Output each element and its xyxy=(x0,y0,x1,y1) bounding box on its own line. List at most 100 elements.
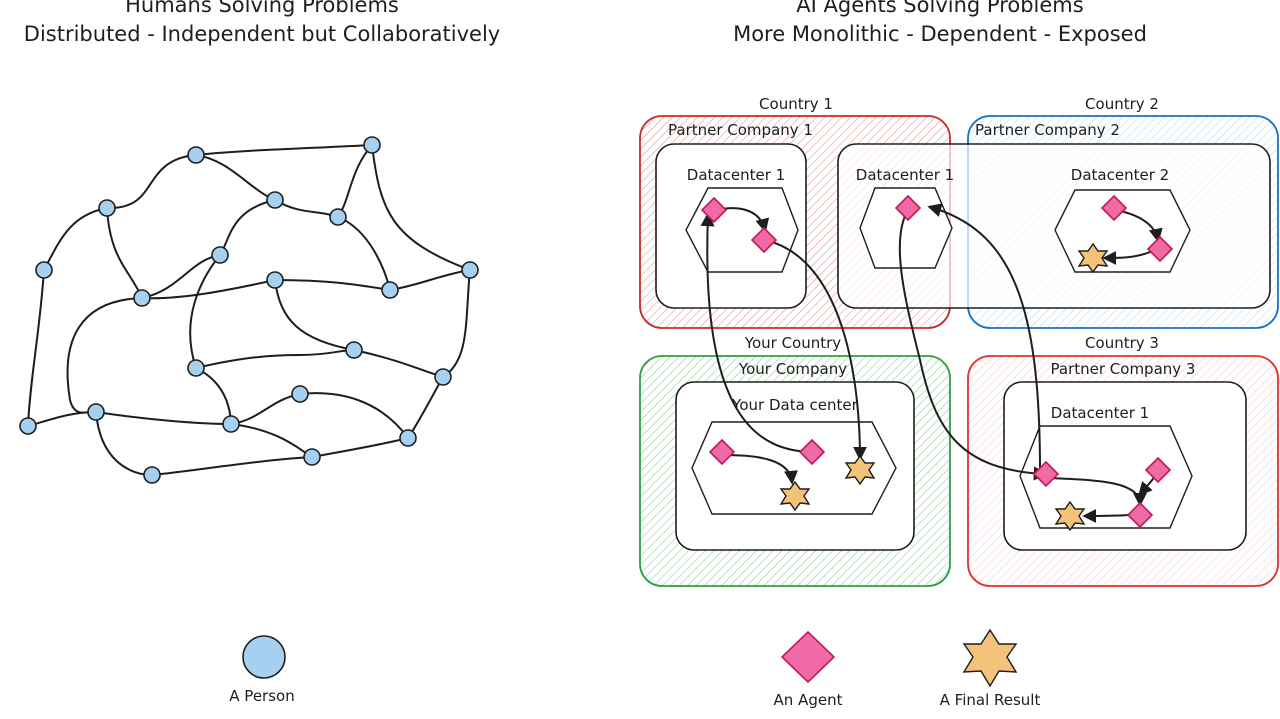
network-edge xyxy=(274,199,339,218)
your-company-label: Your Company xyxy=(738,360,847,378)
result-star xyxy=(779,480,811,512)
person-node xyxy=(35,261,53,279)
network-edge xyxy=(151,456,313,476)
datacenter-2b-hexagon xyxy=(1054,189,1191,273)
person-node xyxy=(98,199,116,217)
network-edge xyxy=(230,423,313,458)
datacenter-2b-label: Datacenter 2 xyxy=(1071,166,1169,184)
country-3-hexagon xyxy=(1019,425,1193,529)
flow-arrow xyxy=(927,203,1041,471)
network-edge xyxy=(27,269,45,427)
person-node xyxy=(222,415,240,433)
agent-node xyxy=(1144,456,1172,484)
partner-company-2-label: Partner Company 2 xyxy=(975,121,1120,139)
person-legend-label: A Person xyxy=(229,687,294,705)
person-node xyxy=(133,289,151,307)
person-node xyxy=(19,417,37,435)
your-country-label: Your Country xyxy=(744,334,842,352)
agent-node xyxy=(1032,460,1060,488)
flow-arrow xyxy=(1049,477,1147,507)
network-edge xyxy=(407,376,444,439)
person-node xyxy=(266,271,284,289)
result-legend-icon xyxy=(962,628,1018,688)
network-edge xyxy=(27,411,97,427)
agent-node xyxy=(1146,235,1174,263)
your-data-center-label: Your Data center xyxy=(731,396,858,414)
network-edge xyxy=(195,154,276,201)
network-edge xyxy=(66,297,143,414)
person-node xyxy=(381,281,399,299)
country-3-region: Country 3 Partner Company 3 Datacenter 1 xyxy=(967,334,1279,587)
agents xyxy=(700,194,1174,529)
person-node xyxy=(266,191,284,209)
country-2-label: Country 2 xyxy=(1085,95,1159,113)
network-edge xyxy=(95,411,153,476)
network-edge xyxy=(195,367,232,425)
person-node xyxy=(303,448,321,466)
person-node xyxy=(211,246,229,264)
human-network-nodes xyxy=(19,136,479,484)
flow-arrow xyxy=(1102,250,1151,265)
network-edge xyxy=(141,254,221,299)
person-legend-icon xyxy=(242,635,286,679)
flow-arrow xyxy=(1082,508,1131,523)
network-edge xyxy=(219,199,276,256)
result-star xyxy=(1054,500,1086,532)
network-edge xyxy=(274,279,391,291)
person-node xyxy=(143,466,161,484)
network-edge xyxy=(311,437,409,458)
person-node xyxy=(461,261,479,279)
person-node xyxy=(399,429,417,447)
right-panel: AI Agents Solving Problems More Monolith… xyxy=(639,0,1279,709)
network-edge xyxy=(274,279,355,351)
person-node xyxy=(187,359,205,377)
agent-legend-label: An Agent xyxy=(774,691,843,709)
agent-node xyxy=(708,438,736,466)
person-node xyxy=(187,146,205,164)
agent-legend-icon xyxy=(780,630,836,684)
person-node xyxy=(434,368,452,386)
left-title-line2: Distributed - Independent but Collaborat… xyxy=(24,22,500,46)
left-panel: Humans Solving Problems Distributed - In… xyxy=(19,0,500,705)
country-1-label: Country 1 xyxy=(759,95,833,113)
network-edge xyxy=(299,392,409,439)
country-3-datacenter-label: Datacenter 1 xyxy=(1051,404,1149,422)
network-edge xyxy=(442,269,471,378)
agent-node xyxy=(1100,194,1128,222)
datacenter-2a-label: Datacenter 1 xyxy=(856,166,954,184)
human-network-edges xyxy=(27,144,471,476)
network-edge xyxy=(353,349,444,378)
left-title-line1: Humans Solving Problems xyxy=(125,0,399,17)
network-edge xyxy=(389,269,471,291)
network-edge xyxy=(95,411,232,425)
result-legend-label: A Final Result xyxy=(940,691,1041,709)
network-edge xyxy=(337,216,391,291)
network-edge xyxy=(106,207,143,299)
legend-person: A Person xyxy=(229,635,295,705)
network-edge xyxy=(189,254,221,369)
your-country-region: Your Country Your Company Your Data cent… xyxy=(639,334,951,587)
datacenter-1-hexagon xyxy=(685,187,799,273)
network-edge xyxy=(141,279,276,300)
partner-company-3-label: Partner Company 3 xyxy=(1051,360,1196,378)
network-edge xyxy=(106,154,197,210)
network-edge xyxy=(371,144,471,271)
legend-agent: An Agent xyxy=(774,630,843,709)
flow-arrow xyxy=(898,209,1048,481)
right-title-line1: AI Agents Solving Problems xyxy=(796,0,1083,17)
agent-node xyxy=(894,194,922,222)
flow-arrow xyxy=(764,239,867,461)
network-edge xyxy=(337,144,373,218)
agent-node xyxy=(750,226,778,254)
final-results xyxy=(779,242,1109,532)
result-star xyxy=(844,454,876,486)
agent-node xyxy=(700,196,728,224)
person-node xyxy=(291,385,309,403)
agent-node xyxy=(798,438,826,466)
partner-company-1-label: Partner Company 1 xyxy=(668,121,813,139)
person-node xyxy=(87,403,105,421)
your-data-center-hexagon xyxy=(691,421,897,515)
flow-arrow xyxy=(700,212,811,453)
person-node xyxy=(329,208,347,226)
